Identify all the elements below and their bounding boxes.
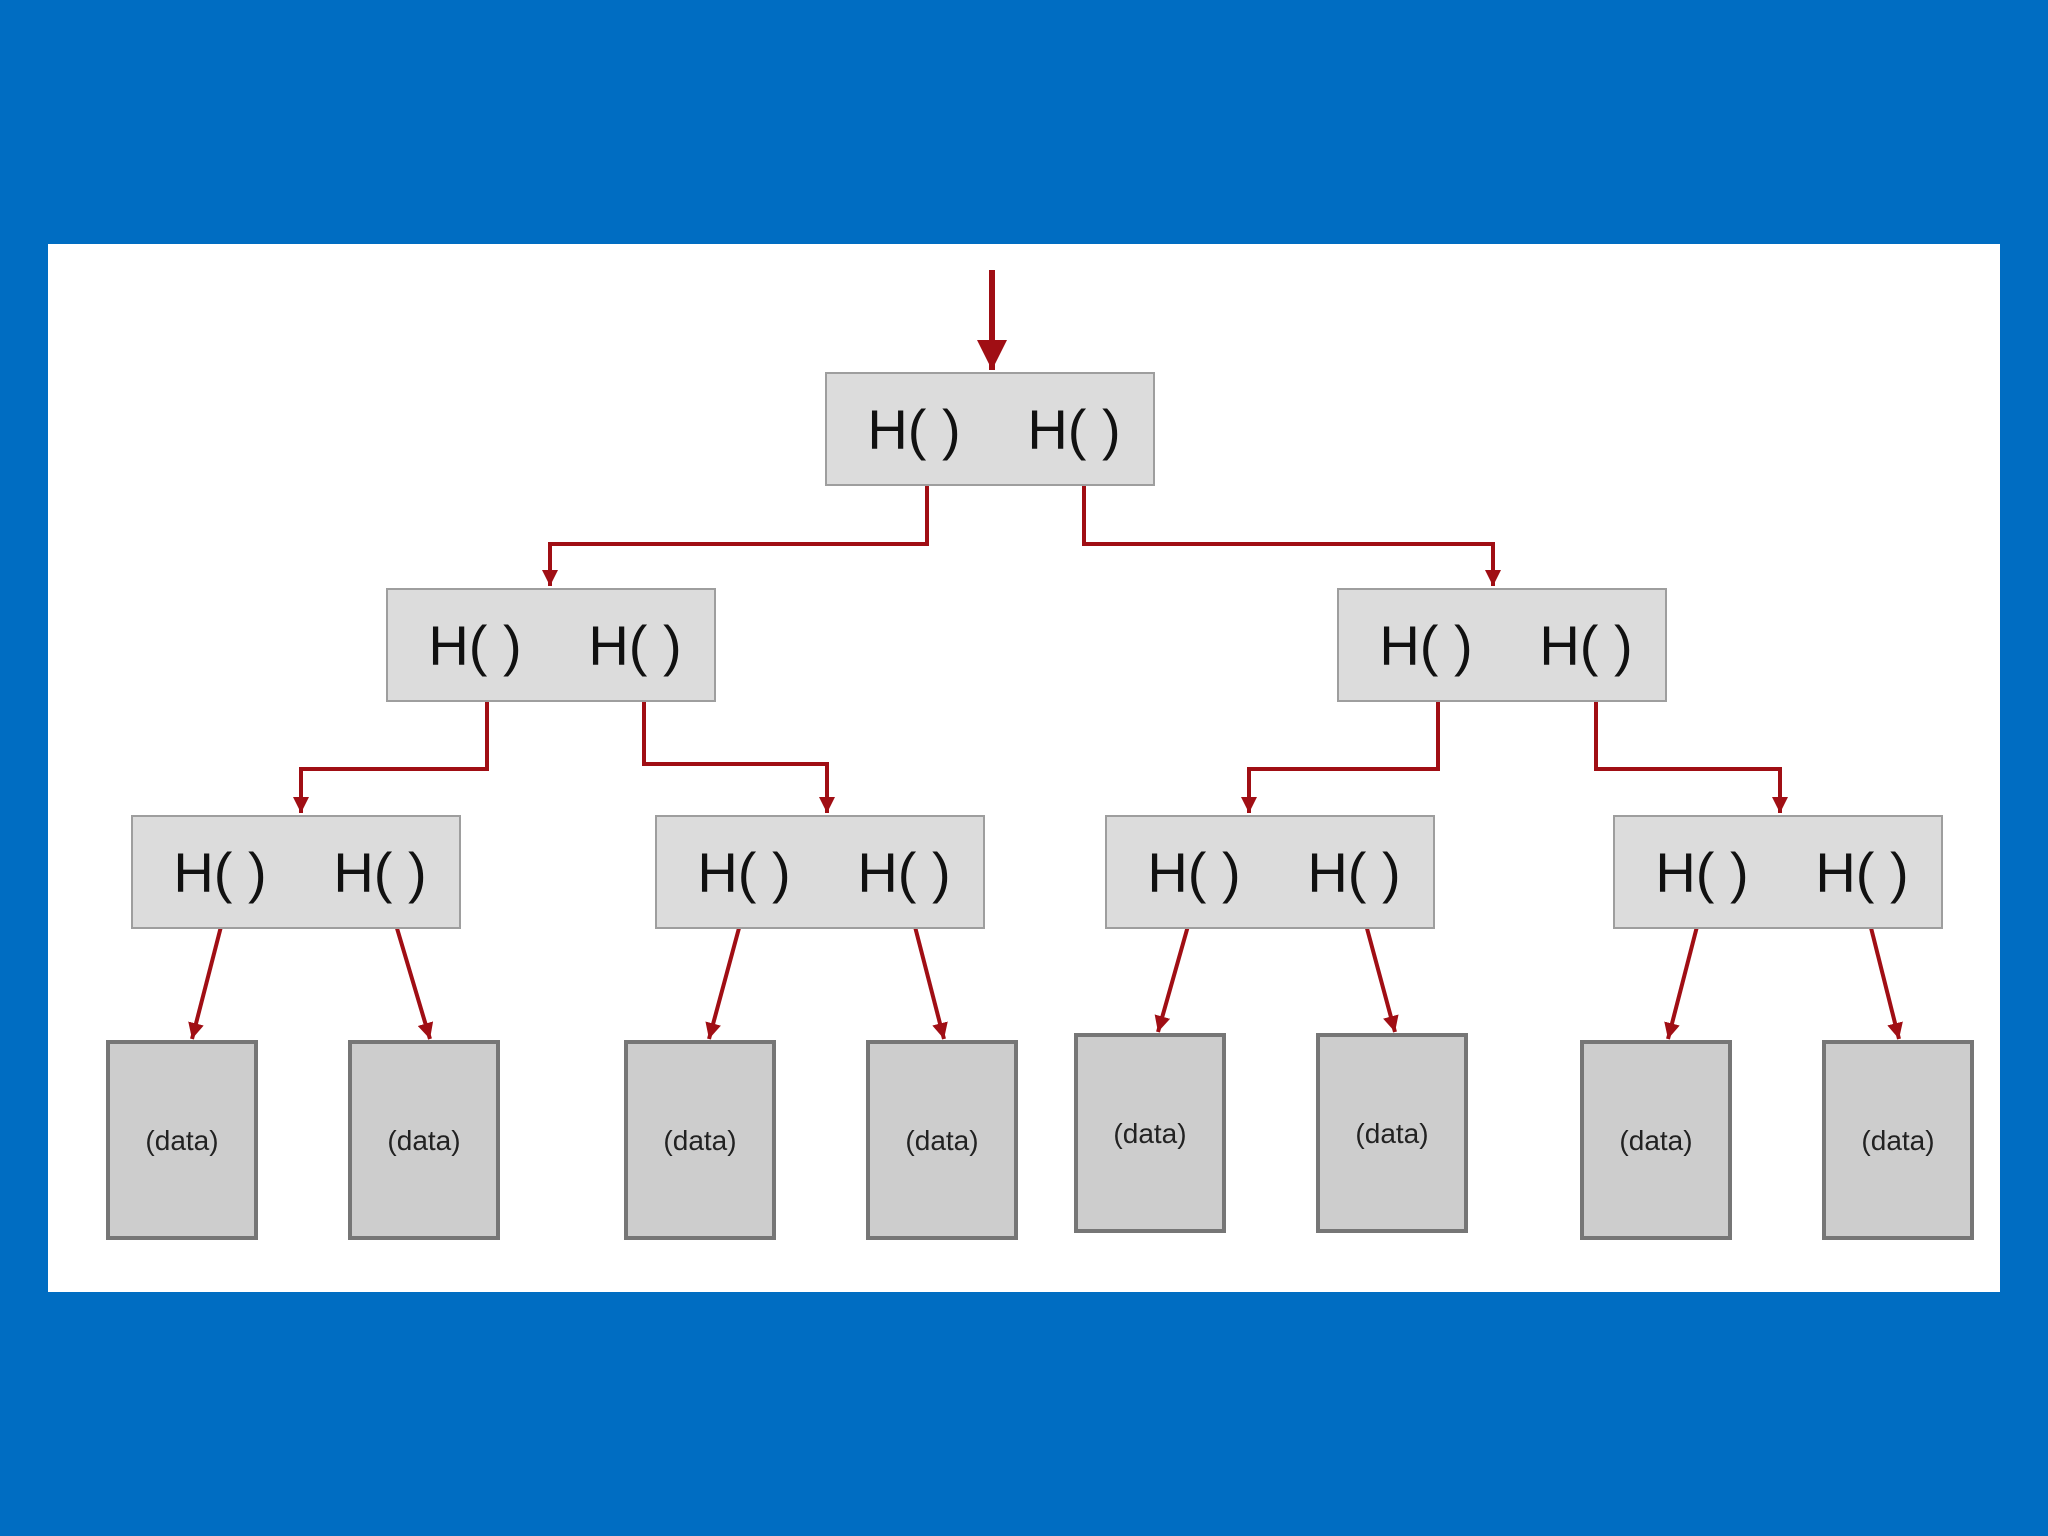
- hash-node-l1-left: H( ) H( ): [386, 588, 716, 702]
- hash-node-box: [1105, 815, 1435, 929]
- data-block-box: [106, 1040, 258, 1240]
- hash-right-label: H( ): [588, 614, 681, 677]
- data-block-label: (data): [1355, 1118, 1428, 1149]
- data-block-2: (data): [348, 1040, 500, 1240]
- hash-left-label: H( ): [697, 841, 790, 904]
- hash-right-label: H( ): [1815, 841, 1908, 904]
- hash-node-l2-3: H( ) H( ): [1105, 815, 1435, 929]
- edge-l1right-a: [1241, 655, 1440, 813]
- hash-tree-diagram: H( )H( )H( )H( )H( )H( )H( )H( )H( )H( )…: [106, 270, 1974, 1240]
- data-block-7: (data): [1580, 1040, 1732, 1240]
- hash-left-label: H( ): [428, 614, 521, 677]
- hash-right-label: H( ): [857, 841, 950, 904]
- data-block-1: (data): [106, 1040, 258, 1240]
- hash-node-box: [825, 372, 1155, 486]
- data-block-label: (data): [663, 1125, 736, 1156]
- hash-left-label: H( ): [1147, 841, 1240, 904]
- data-block-box: [866, 1040, 1018, 1240]
- data-block-box: [624, 1040, 776, 1240]
- edge-l1right-b: [1594, 655, 1788, 813]
- edge-root-right: [1082, 439, 1501, 586]
- hash-right-label: H( ): [1539, 614, 1632, 677]
- hash-node-l2-4: H( ) H( ): [1613, 815, 1943, 929]
- hash-left-label: H( ): [1655, 841, 1748, 904]
- data-block-box: [348, 1040, 500, 1240]
- hash-node-l2-1: H( ) H( ): [131, 815, 461, 929]
- data-block-6: (data): [1316, 1033, 1468, 1233]
- hash-right-label: H( ): [1027, 398, 1120, 461]
- data-block-5: (data): [1074, 1033, 1226, 1233]
- data-block-box: [1822, 1040, 1974, 1240]
- data-block-4: (data): [866, 1040, 1018, 1240]
- hash-node-box: [1613, 815, 1943, 929]
- nodes-layer: H( )H( )H( )H( )H( )H( )H( )H( )H( )H( )…: [106, 372, 1974, 1240]
- hash-node-root: H( ) H( ): [825, 372, 1155, 486]
- hash-left-label: H( ): [1379, 614, 1472, 677]
- hash-node-box: [1337, 588, 1667, 702]
- data-block-box: [1580, 1040, 1732, 1240]
- data-block-8: (data): [1822, 1040, 1974, 1240]
- data-block-label: (data): [1861, 1125, 1934, 1156]
- hash-node-box: [131, 815, 461, 929]
- data-block-label: (data): [145, 1125, 218, 1156]
- hash-node-l2-2: H( ) H( ): [655, 815, 985, 929]
- diagram-panel: H( )H( )H( )H( )H( )H( )H( )H( )H( )H( )…: [48, 244, 2000, 1292]
- edge-l1left-b: [642, 655, 835, 813]
- hash-node-box: [386, 588, 716, 702]
- data-block-label: (data): [1113, 1118, 1186, 1149]
- hash-left-label: H( ): [867, 398, 960, 461]
- data-block-3: (data): [624, 1040, 776, 1240]
- data-block-box: [1074, 1033, 1226, 1233]
- hash-right-label: H( ): [333, 841, 426, 904]
- hash-node-box: [655, 815, 985, 929]
- data-block-box: [1316, 1033, 1468, 1233]
- edge-root-left: [542, 439, 929, 586]
- hash-node-l1-right: H( ) H( ): [1337, 588, 1667, 702]
- hash-right-label: H( ): [1307, 841, 1400, 904]
- data-block-label: (data): [1619, 1125, 1692, 1156]
- data-block-label: (data): [387, 1125, 460, 1156]
- hash-left-label: H( ): [173, 841, 266, 904]
- edge-l1left-a: [293, 655, 489, 813]
- data-block-label: (data): [905, 1125, 978, 1156]
